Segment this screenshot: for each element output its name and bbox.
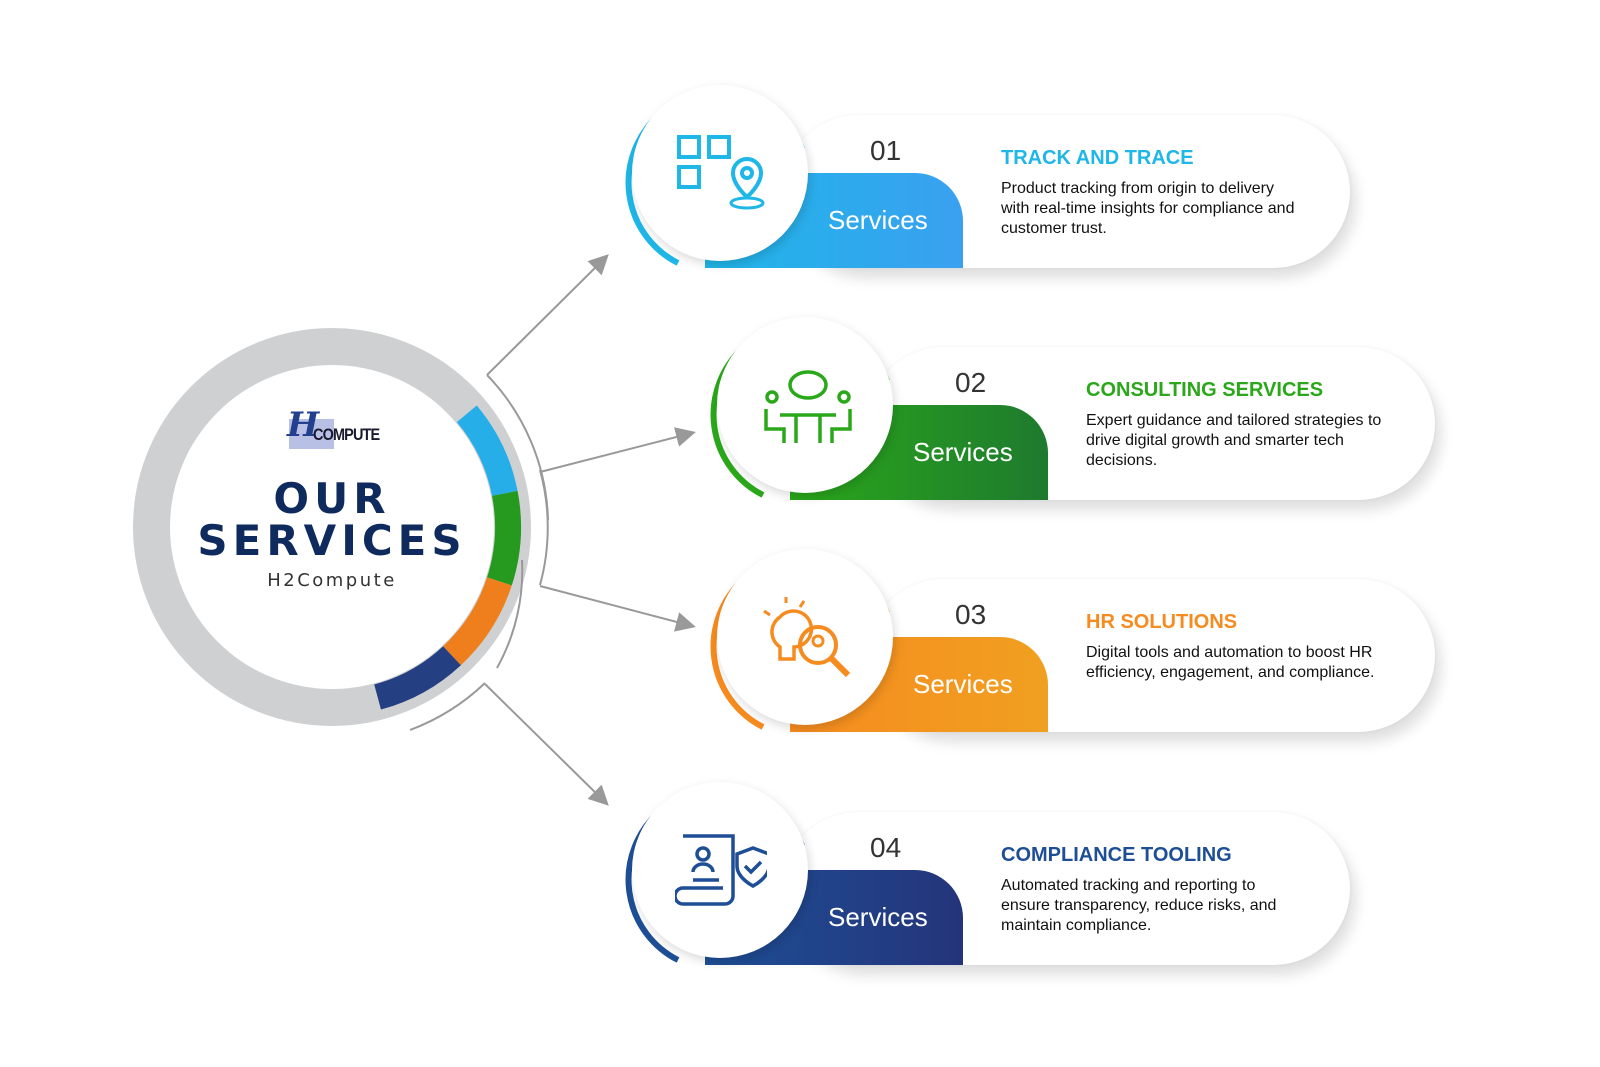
service-title: CONSULTING SERVICES bbox=[1086, 379, 1324, 401]
idea-search-person-icon bbox=[763, 597, 851, 678]
service-number: 03 bbox=[955, 599, 987, 630]
service-description: Digital tools and automation to boost HR… bbox=[1086, 644, 1375, 681]
service-card-01[interactable]: Services 01 TRACK AND TRACE Product trac… bbox=[625, 85, 1352, 285]
service-title: TRACK AND TRACE bbox=[1001, 147, 1194, 169]
bracket-arc bbox=[539, 469, 549, 586]
arrow-02 bbox=[539, 427, 696, 473]
h2compute-logo: H COMPUTE bbox=[285, 405, 385, 455]
icon-circle bbox=[717, 549, 893, 725]
arrow-04 bbox=[484, 683, 609, 806]
ring-segment-orange bbox=[442, 577, 512, 666]
hub-inner-circle bbox=[170, 365, 494, 689]
service-number: 02 bbox=[955, 367, 987, 398]
services-tab-label: Services bbox=[828, 902, 928, 932]
arrow-03 bbox=[539, 585, 696, 632]
service-description: Expert guidance and tailored strategies … bbox=[1086, 412, 1382, 469]
qr-location-icon bbox=[677, 135, 765, 210]
hub-subtitle: H2Compute bbox=[267, 570, 397, 591]
document-shield-icon bbox=[675, 834, 767, 906]
service-number: 04 bbox=[870, 832, 902, 863]
service-card-03[interactable]: Services 03 HR SOLUTIONS Digital tools a… bbox=[710, 549, 1437, 749]
bracket-arc bbox=[409, 682, 486, 731]
icon-circle bbox=[717, 317, 893, 493]
services-tab-label: Services bbox=[828, 205, 928, 235]
service-title: COMPLIANCE TOOLING bbox=[1001, 844, 1232, 866]
service-card-04[interactable]: Services 04 COMPLIANCE TOOLING Automated… bbox=[625, 782, 1352, 982]
ring-segment-blue bbox=[456, 405, 518, 497]
icon-circle bbox=[632, 782, 808, 958]
service-number: 01 bbox=[870, 135, 902, 166]
services-tab-label: Services bbox=[913, 669, 1013, 699]
ring-segment-navy bbox=[373, 645, 461, 710]
icon-circle bbox=[632, 85, 808, 261]
service-title: HR SOLUTIONS bbox=[1086, 611, 1238, 633]
consulting-meeting-icon bbox=[764, 370, 852, 443]
service-card-02[interactable]: Services 02 CONSULTING SERVICES Expert g… bbox=[710, 317, 1437, 517]
service-description: Product tracking from origin to delivery… bbox=[1001, 180, 1295, 237]
arrow-01 bbox=[486, 254, 609, 376]
ring-segment-green bbox=[486, 490, 521, 586]
services-tab-label: Services bbox=[913, 437, 1013, 467]
bracket-arc bbox=[496, 559, 524, 669]
service-description: Automated tracking and reporting to ensu… bbox=[1001, 877, 1277, 934]
